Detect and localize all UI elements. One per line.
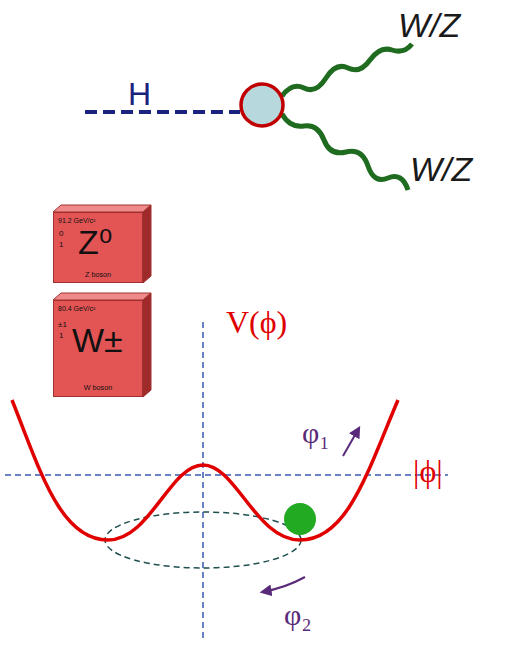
vertex-circle	[241, 84, 283, 126]
card-edge	[53, 293, 151, 300]
card-edge	[143, 205, 151, 283]
higgs-label: H	[128, 78, 151, 110]
vacuum-circle	[105, 512, 301, 568]
particle-name: Z boson	[54, 271, 142, 278]
mass-value: 80.4 GeV/c²	[58, 305, 95, 312]
direction-arrow	[262, 577, 305, 592]
boson-wave	[282, 44, 412, 96]
boson-label: W/Z	[398, 8, 460, 42]
boson-label: W/Z	[410, 152, 472, 186]
particle-symbol: W±	[72, 323, 123, 357]
charge-value: 0	[59, 230, 63, 238]
spin-value: 1	[59, 332, 63, 340]
axis	[202, 322, 204, 640]
spin-value: 1	[59, 241, 63, 249]
card-edge	[53, 205, 151, 212]
field-label: φ₂	[284, 600, 312, 630]
boson-wave	[282, 114, 408, 190]
particle-name: W boson	[54, 384, 142, 391]
field-label: φ₁	[302, 418, 330, 448]
axis-label: |ϕ|	[413, 455, 443, 487]
direction-arrow	[343, 428, 359, 456]
mass-value: 91.2 GeV/c²	[58, 217, 95, 224]
charge-value: ±1	[58, 321, 67, 329]
particle-card: 91.2 GeV/c² 0 1 Z⁰ Z boson	[53, 212, 143, 283]
particle-symbol: Z⁰	[78, 225, 112, 259]
particle-card: 80.4 GeV/c² ±1 1 W± W boson	[53, 300, 143, 397]
potential-curve	[12, 400, 398, 540]
field-ball	[284, 503, 316, 535]
higgs-line	[85, 110, 240, 114]
axis-label: V(ϕ)	[226, 306, 287, 338]
card-edge	[143, 293, 151, 397]
